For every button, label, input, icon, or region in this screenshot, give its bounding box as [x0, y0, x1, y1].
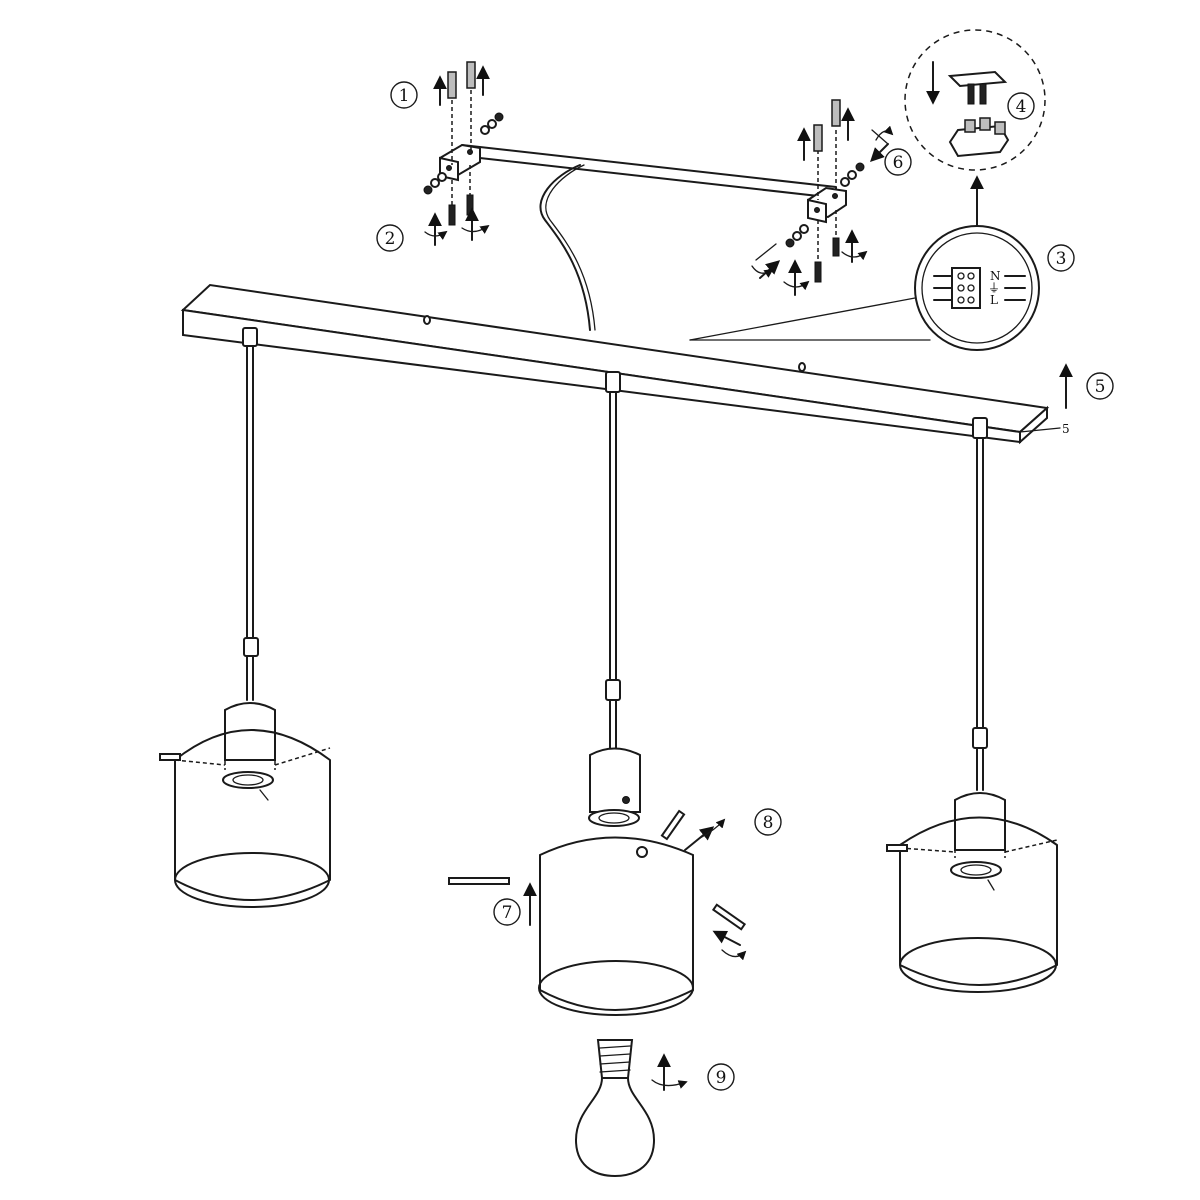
step-2-number: 2 [385, 229, 396, 249]
canopy-screw-hole-left [423, 315, 431, 325]
step-2-marker: 2 [376, 224, 404, 252]
step-9-marker: 9 [707, 1063, 735, 1091]
left-nuts-top [480, 112, 504, 135]
right-nuts-bottom [785, 224, 809, 248]
step-7-number: 7 [502, 903, 513, 923]
step-3-marker: 3 [1047, 244, 1075, 272]
left-wall-plugs [423, 61, 504, 246]
connector-detail [904, 29, 1046, 171]
terminal-label-earth: ⏚ [988, 281, 1000, 295]
step-7-marker: 7 [493, 898, 521, 926]
light-bulb [574, 1039, 688, 1178]
pendant-center [448, 371, 747, 1016]
step-4-number: 4 [1016, 97, 1027, 117]
mounting-bracket [439, 143, 847, 224]
step-1-number: 1 [399, 86, 410, 106]
step-6-marker: 6 [884, 148, 912, 176]
step-6-number: 6 [893, 153, 904, 173]
step-3-number: 3 [1056, 249, 1067, 269]
pendant-left [159, 327, 331, 908]
canopy-small-label: 5 [1062, 422, 1070, 436]
terminal-label-l: L [990, 293, 998, 307]
step-4-marker: 4 [1007, 92, 1035, 120]
supply-cable [539, 164, 591, 331]
right-wall-plugs [751, 99, 894, 296]
terminal-block-detail: N ⏚ L [689, 175, 1040, 351]
step-1-marker: 1 [390, 81, 418, 109]
left-nuts-bottom [423, 172, 447, 195]
step-9-number: 9 [716, 1068, 727, 1088]
step-5-number: 5 [1095, 377, 1106, 397]
pendant-right [886, 417, 1058, 993]
right-nuts-top [840, 162, 865, 187]
step-8-number: 8 [763, 813, 774, 833]
canopy-screw-hole-right [798, 362, 806, 372]
step-5-marker: 5 [1059, 363, 1114, 409]
step-8-marker: 8 [754, 808, 782, 836]
terminal-label-n: N [990, 269, 1001, 283]
ceiling-canopy-bar: 5 [180, 283, 1070, 445]
